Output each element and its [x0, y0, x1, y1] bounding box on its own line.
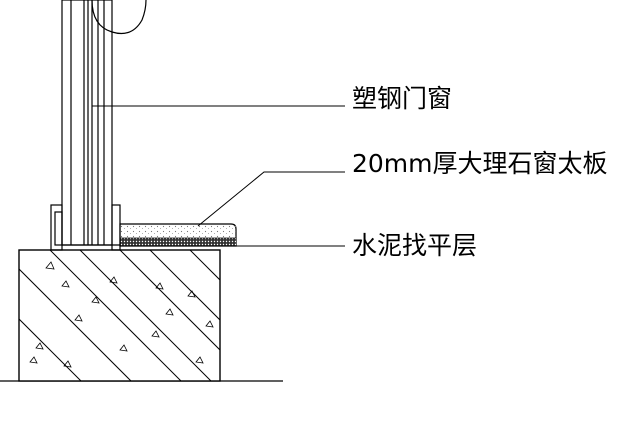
window-frame	[50, 0, 121, 251]
opening-curve	[91, 0, 147, 35]
marble-sill	[119, 223, 237, 247]
concrete-wall	[18, 249, 221, 382]
aggregate-marks	[29, 261, 214, 368]
label-cement-screed: 水泥找平层	[352, 231, 478, 260]
leader-sill	[197, 171, 345, 227]
label-marble-sill: 20mm厚大理石窗太板	[352, 149, 608, 178]
label-window: 塑钢门窗	[352, 84, 453, 113]
leader-lines	[92, 105, 345, 247]
